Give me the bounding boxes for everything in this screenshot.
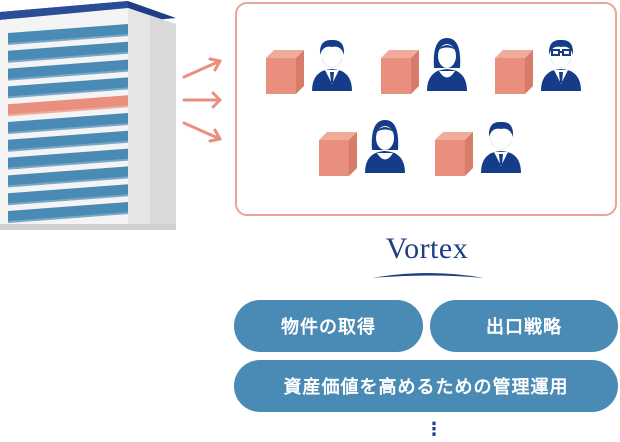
man-icon bbox=[312, 39, 352, 91]
service-exit-strategy-label: 出口戦略 bbox=[486, 317, 562, 338]
investor-3 bbox=[495, 39, 581, 94]
property-cube-icon bbox=[435, 132, 473, 176]
man-glasses-icon bbox=[541, 39, 581, 91]
brand-logo: Vortex bbox=[368, 232, 486, 266]
service-acquisition-label: 物件の取得 bbox=[281, 317, 376, 338]
investor-2 bbox=[381, 38, 467, 94]
arrow-up-right-icon bbox=[182, 57, 222, 79]
more-ellipsis-text: ⋮ bbox=[425, 419, 443, 440]
investor-5 bbox=[435, 121, 521, 176]
woman-icon bbox=[365, 120, 405, 173]
service-acquisition: 物件の取得 bbox=[234, 300, 423, 352]
property-cube-icon bbox=[319, 132, 357, 176]
property-cube-icon bbox=[381, 50, 419, 94]
investor-4 bbox=[319, 120, 405, 176]
more-ellipsis: ⋮ bbox=[420, 418, 448, 442]
flow-arrows bbox=[180, 55, 230, 145]
service-exit-strategy: 出口戦略 bbox=[430, 300, 618, 352]
investors-panel bbox=[235, 2, 617, 216]
woman-icon bbox=[427, 38, 467, 91]
office-building-icon bbox=[0, 0, 180, 232]
property-cube-icon bbox=[266, 50, 304, 94]
brand-swoosh bbox=[370, 268, 486, 282]
arrow-right-icon bbox=[182, 91, 222, 109]
man-icon bbox=[481, 121, 521, 173]
property-cube-icon bbox=[495, 50, 533, 94]
arrow-down-right-icon bbox=[182, 121, 222, 143]
investor-1 bbox=[266, 39, 352, 94]
service-asset-management: 資産価値を高めるための管理運用 bbox=[234, 360, 618, 412]
service-asset-management-label: 資産価値を高めるための管理運用 bbox=[283, 377, 569, 398]
brand-name: Vortex bbox=[385, 232, 469, 265]
